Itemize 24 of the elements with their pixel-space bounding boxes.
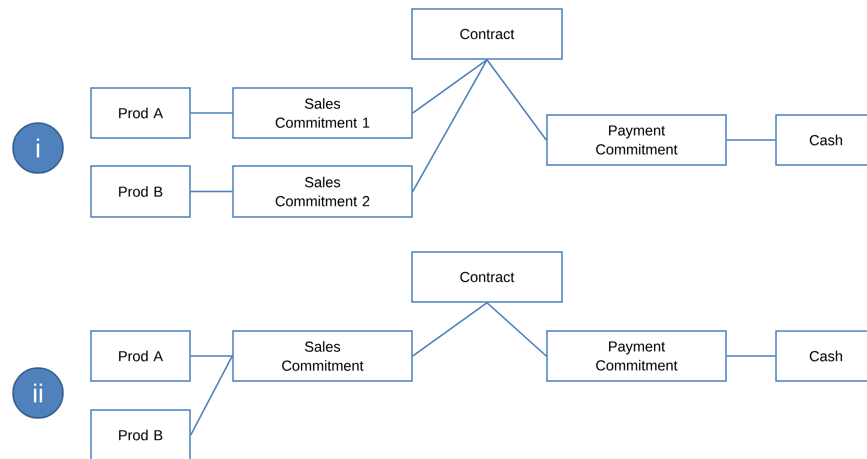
connector-line <box>486 59 547 140</box>
process-box: Sales Commitment 1 <box>232 87 413 139</box>
process-box: Prod A <box>90 87 191 139</box>
process-box: Payment Commitment <box>546 330 727 382</box>
process-box: Sales Commitment 2 <box>232 165 413 218</box>
connector-line <box>486 302 547 357</box>
connector-line <box>726 139 776 141</box>
process-box: Cash <box>775 114 867 166</box>
connector-line <box>412 59 488 192</box>
connector-line <box>190 190 232 192</box>
process-box: Cash <box>775 330 867 382</box>
connector-line <box>190 356 233 436</box>
process-box: Prod A <box>90 330 191 382</box>
connector-line <box>412 59 488 114</box>
process-box: Payment Commitment <box>546 114 727 166</box>
process-box: Sales Commitment <box>232 330 413 382</box>
process-box: Contract <box>411 8 563 60</box>
connector-line <box>190 112 232 114</box>
connector-line <box>412 302 488 357</box>
process-box: Prod B <box>90 409 191 459</box>
process-box: Prod B <box>90 165 191 218</box>
process-box: Contract <box>411 251 563 303</box>
connector-line <box>190 355 232 357</box>
connector-line <box>726 355 776 357</box>
